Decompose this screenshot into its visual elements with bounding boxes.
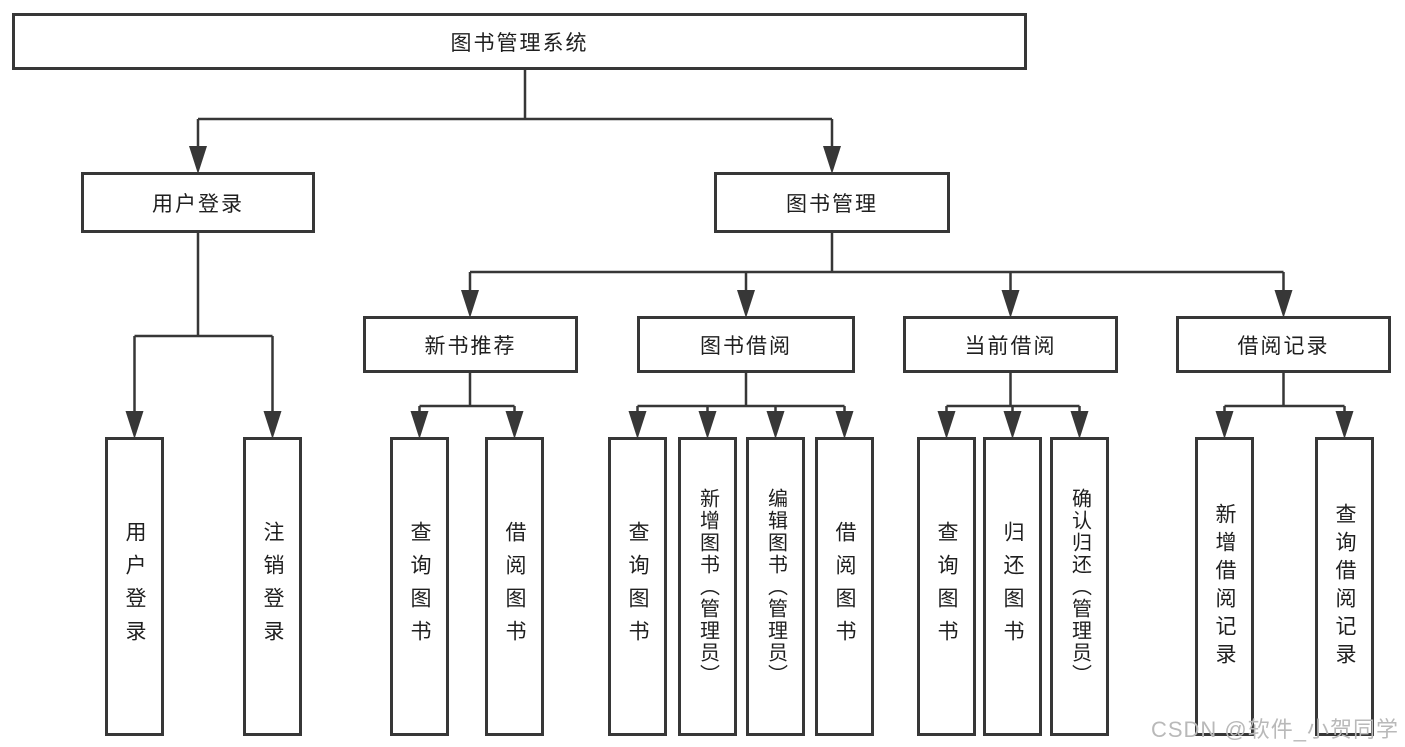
leaf-query-borrow-record: 查询借阅记录 bbox=[1315, 437, 1374, 736]
leaf-borrow-books-recommend-label: 借阅图书 bbox=[503, 520, 526, 653]
leaf-query-books-recommend: 查询图书 bbox=[390, 437, 449, 736]
leaf-query-books-borrowing: 查询图书 bbox=[608, 437, 667, 736]
leaf-add-borrow-record: 新增借阅记录 bbox=[1195, 437, 1254, 736]
node-current-borrowing-label: 当前借阅 bbox=[964, 334, 1057, 358]
leaf-borrow-books-recommend: 借阅图书 bbox=[485, 437, 544, 736]
node-user-login-branch: 用户登录 bbox=[81, 172, 315, 233]
leaf-user-login-label: 用户登录 bbox=[123, 520, 146, 653]
node-current-borrowing: 当前借阅 bbox=[903, 316, 1118, 373]
leaf-user-login: 用户登录 bbox=[105, 437, 164, 736]
leaf-confirm-return-admin-label: 确认归还（管理员） bbox=[1068, 487, 1091, 686]
leaf-borrow-books-label: 借阅图书 bbox=[833, 520, 856, 653]
leaf-query-books-current: 查询图书 bbox=[917, 437, 976, 736]
leaf-return-books-label: 归还图书 bbox=[1001, 520, 1024, 653]
arrowhead-icons bbox=[125, 146, 1354, 439]
node-borrowing-records: 借阅记录 bbox=[1176, 316, 1391, 373]
leaf-confirm-return-admin: 确认归还（管理员） bbox=[1050, 437, 1109, 736]
leaf-borrow-books: 借阅图书 bbox=[815, 437, 874, 736]
node-root-system: 图书管理系统 bbox=[12, 13, 1027, 70]
node-book-management-label: 图书管理 bbox=[786, 192, 878, 216]
leaf-add-books-admin-label: 新增图书（管理员） bbox=[696, 487, 719, 686]
leaf-logout: 注销登录 bbox=[243, 437, 302, 736]
node-new-book-recommend: 新书推荐 bbox=[363, 316, 578, 373]
node-book-borrowing: 图书借阅 bbox=[637, 316, 855, 373]
leaf-edit-books-admin: 编辑图书（管理员） bbox=[746, 437, 805, 736]
leaf-query-books-recommend-label: 查询图书 bbox=[408, 520, 431, 653]
leaf-edit-books-admin-label: 编辑图书（管理员） bbox=[764, 487, 787, 686]
leaf-add-borrow-record-label: 新增借阅记录 bbox=[1213, 502, 1236, 671]
node-user-login-branch-label: 用户登录 bbox=[152, 192, 244, 216]
leaf-add-books-admin: 新增图书（管理员） bbox=[678, 437, 737, 736]
node-book-management: 图书管理 bbox=[714, 172, 950, 233]
leaf-logout-label: 注销登录 bbox=[261, 520, 284, 653]
node-book-borrowing-label: 图书借阅 bbox=[700, 334, 792, 358]
leaf-query-borrow-record-label: 查询借阅记录 bbox=[1333, 502, 1356, 671]
leaf-return-books: 归还图书 bbox=[983, 437, 1042, 736]
node-borrowing-records-label: 借阅记录 bbox=[1237, 334, 1330, 358]
node-root-label: 图书管理系统 bbox=[450, 31, 589, 55]
node-new-book-recommend-label: 新书推荐 bbox=[424, 334, 517, 358]
leaf-query-books-current-label: 查询图书 bbox=[935, 520, 958, 653]
csdn-watermark: CSDN @软件_小贺同学 bbox=[1150, 717, 1399, 742]
leaf-query-books-borrowing-label: 查询图书 bbox=[626, 520, 649, 653]
